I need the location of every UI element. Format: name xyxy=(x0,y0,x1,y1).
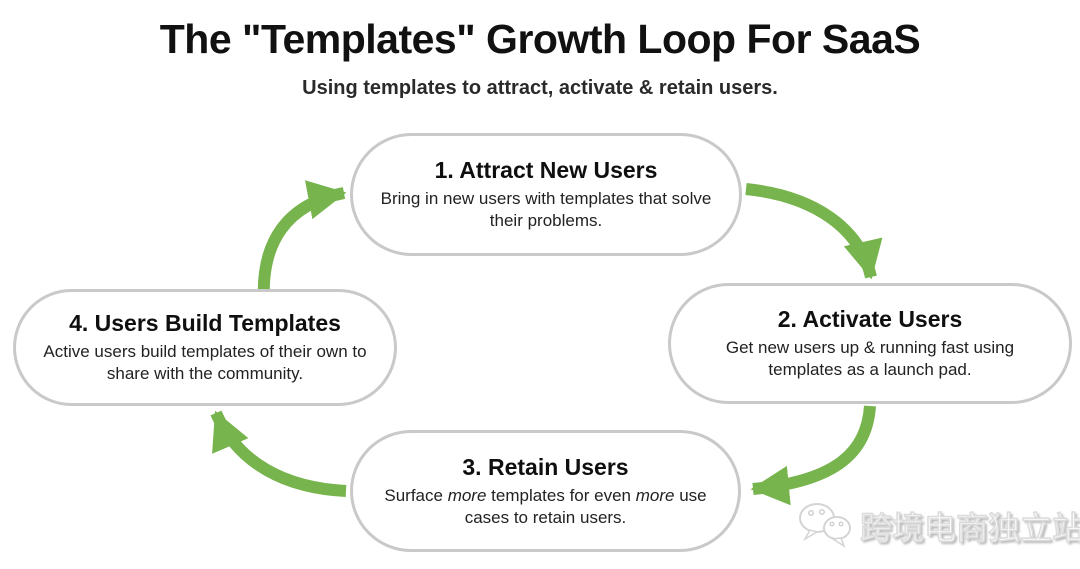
stage-bubble-attract: 1. Attract New Users Bring in new users … xyxy=(350,133,742,256)
stage-description: Active users build templates of their ow… xyxy=(43,342,367,383)
stage-description: Bring in new users with templates that s… xyxy=(380,189,712,230)
stage-bubble-retain: 3. Retain Users Surface more templates f… xyxy=(350,430,741,552)
stage-description: Surface more templates for even more use… xyxy=(384,485,707,527)
arrow-3-to-4 xyxy=(210,410,347,497)
diagram-subtitle: Using templates to attract, activate & r… xyxy=(302,77,778,99)
arrow-4-to-1 xyxy=(257,180,347,302)
stage-bubble-activate: 2. Activate Users Get new users up & run… xyxy=(668,283,1072,404)
stage-heading: 1. Attract New Users xyxy=(434,157,658,184)
arrow-2-to-3 xyxy=(750,405,876,506)
wechat-icon xyxy=(799,503,851,548)
diagram-title: The "Templates" Growth Loop For SaaS xyxy=(159,16,921,62)
watermark: 跨境电商独立站 xyxy=(796,500,1080,552)
stage-bubble-build: 4. Users Build Templates Active users bu… xyxy=(13,289,397,406)
arrow-1-to-2 xyxy=(745,183,883,280)
stage-heading: 4. Users Build Templates xyxy=(69,310,341,337)
stage-heading: 3. Retain Users xyxy=(462,453,629,480)
watermark-text: 跨境电商独立站 xyxy=(860,510,1080,547)
stage-heading: 2. Activate Users xyxy=(777,306,963,333)
stage-description: Get new users up & running fast using te… xyxy=(725,338,1015,379)
